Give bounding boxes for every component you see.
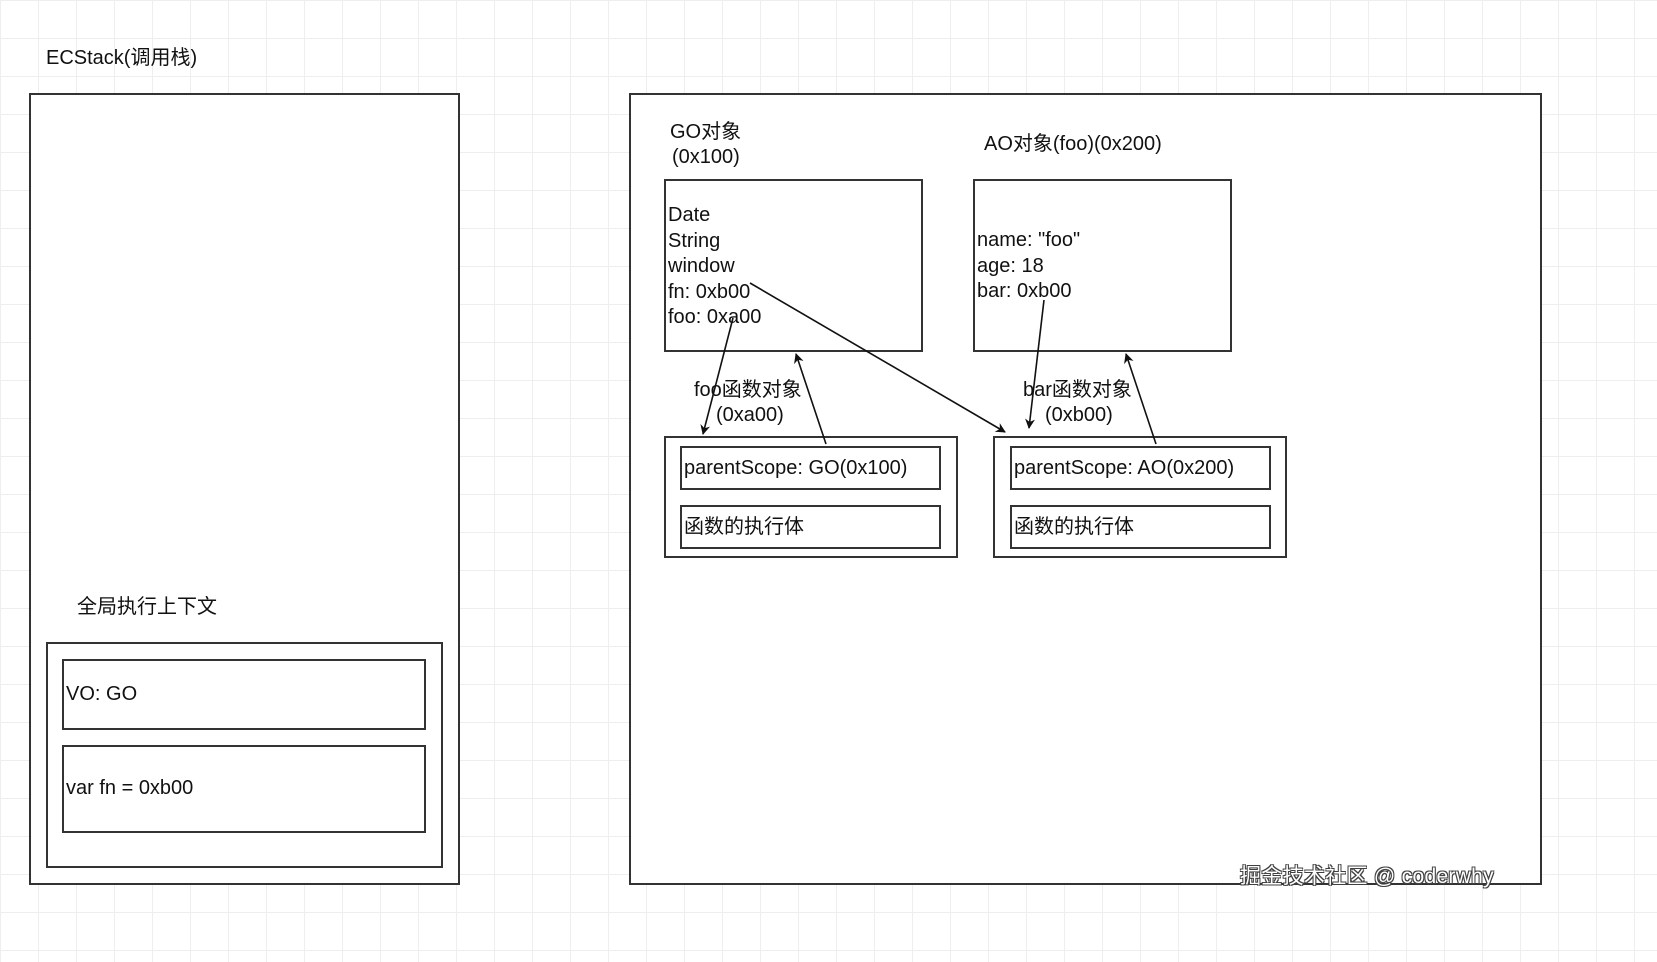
var-fn-text: var fn = 0xb00 <box>66 777 194 799</box>
foo-body-text: 函数的执行体 <box>684 516 804 538</box>
ao-title: AO对象(foo)(0x200) <box>984 133 1162 155</box>
go-prop: fn: 0xb00 <box>668 280 751 303</box>
watermark: 掘金技术社区 @ coderwhy <box>1240 865 1494 888</box>
foo-parent-scope-text: parentScope: GO(0x100) <box>684 457 908 479</box>
foo-parent-scope-row: parentScope: GO(0x100) <box>680 446 941 490</box>
bar-func-address: (0xb00) <box>1045 404 1113 426</box>
go-prop: Date <box>668 204 711 226</box>
go-title: GO对象 <box>670 121 742 143</box>
var-fn-row: var fn = 0xb00 <box>62 745 426 833</box>
bar-parent-scope-text: parentScope: AO(0x200) <box>1014 457 1235 479</box>
ao-prop: age: 18 <box>977 254 1044 277</box>
bar-body-row: 函数的执行体 <box>1010 505 1271 549</box>
bar-func-title: bar函数对象 <box>1023 379 1132 401</box>
go-address: (0x100) <box>672 146 740 168</box>
vo-row: VO: GO <box>62 659 426 730</box>
foo-func-title: foo函数对象 <box>694 379 802 401</box>
global-context-label: 全局执行上下文 <box>77 596 217 618</box>
ao-object-box: name: "foo" age: 18 bar: 0xb00 <box>973 179 1232 352</box>
bar-parent-scope-row: parentScope: AO(0x200) <box>1010 446 1271 490</box>
go-prop: window <box>668 255 735 277</box>
go-prop: foo: 0xa00 <box>668 306 762 328</box>
foo-body-row: 函数的执行体 <box>680 505 941 549</box>
ecstack-title: ECStack(调用栈) <box>46 47 198 69</box>
vo-text: VO: GO <box>66 683 138 705</box>
go-object-box: Date String window fn: 0xb00 foo: 0xa00 <box>664 179 923 352</box>
bar-body-text: 函数的执行体 <box>1014 516 1134 538</box>
foo-func-address: (0xa00) <box>716 404 784 426</box>
ao-prop: name: "foo" <box>977 229 1081 251</box>
ao-prop: bar: 0xb00 <box>977 280 1072 302</box>
go-prop: String <box>668 229 721 252</box>
